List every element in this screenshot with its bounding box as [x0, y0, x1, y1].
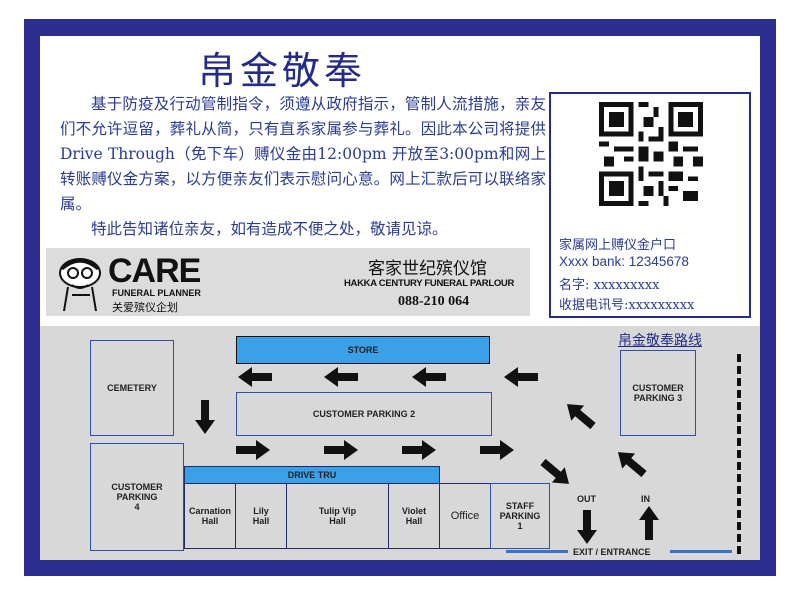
in-label: IN	[641, 494, 650, 504]
tulip-vip-hall: Tulip Vip Hall	[286, 483, 389, 549]
drive-tru-label: DRIVE TRU	[287, 470, 337, 480]
company-phone: 088-210 064	[398, 294, 470, 309]
arrow-left-icon	[324, 367, 358, 387]
bank-label: 家属网上赙仪金户口	[559, 238, 677, 253]
carnation-hall-label-2: Hall	[201, 516, 219, 526]
store-label: STORE	[347, 345, 379, 355]
carnation-hall: Carnation Hall	[184, 483, 236, 549]
staff-parking-label-3: 1	[517, 521, 523, 531]
out-label: OUT	[577, 494, 596, 504]
account-name: 名字: xxxxxxxxx	[559, 278, 660, 293]
arrow-right-icon	[402, 440, 436, 460]
receipt-phone: 收据电讯号:xxxxxxxxx	[559, 298, 695, 313]
arrow-diagonal-up-icon	[611, 444, 651, 482]
arrow-in-up-icon	[639, 506, 659, 540]
violet-hall: Violet Hall	[388, 483, 440, 549]
office-label: Office	[450, 510, 480, 522]
funeral-planner-text: FUNERAL PLANNER	[112, 288, 201, 298]
carnation-hall-label-1: Carnation	[188, 506, 231, 516]
mascot-icon	[59, 258, 101, 312]
cemetery-area: CEMETERY	[90, 340, 174, 436]
cemetery-label: CEMETERY	[107, 383, 157, 393]
parking-4-label-1: CUSTOMER	[111, 482, 163, 492]
qr-code-icon[interactable]	[599, 102, 703, 206]
staff-parking-label-2: PARKING	[499, 511, 541, 521]
violet-hall-label-2: Hall	[405, 516, 423, 526]
company-english-name: HAKKA CENTURY FUNERAL PARLOUR	[344, 278, 515, 289]
parking-3-label-2: PARKING 3	[633, 393, 683, 403]
tulip-hall-label-2: Hall	[329, 516, 346, 526]
exit-line-right	[670, 550, 732, 553]
bank-info-box: 家属网上赙仪金户口 Xxxx bank: 12345678 名字: xxxxxx…	[549, 92, 751, 318]
bank-account: Xxxx bank: 12345678	[559, 254, 689, 269]
page-title: 帛金敬奉	[197, 49, 366, 93]
boundary-line	[737, 354, 741, 554]
store-area: STORE	[236, 336, 490, 364]
customer-parking-2: CUSTOMER PARKING 2	[236, 392, 492, 436]
customer-parking-4: CUSTOMER PARKING 4	[90, 443, 184, 551]
arrow-left-icon	[412, 367, 446, 387]
arrow-right-icon	[324, 440, 358, 460]
arrow-out-down-icon	[577, 510, 597, 544]
notice-text: 基于防疫及行动管制指令，须遵从政府指示，管制人流措施，亲友们不允许逗留，葬礼从简…	[60, 92, 546, 242]
route-map: 帛金敬奉路线 STORE CEMETERY CUSTOMER PARKING 2…	[40, 326, 760, 560]
route-arrows	[195, 367, 659, 544]
exit-entrance-label: EXIT / ENTRANCE	[573, 547, 651, 557]
parking-2-label: CUSTOMER PARKING 2	[312, 409, 416, 419]
arrow-right-icon	[236, 440, 270, 460]
tulip-hall-label-1: Tulip Vip	[318, 506, 357, 516]
lily-hall-label-1: Lily	[253, 506, 269, 516]
parking-4-label-2: PARKING	[116, 492, 158, 502]
arrow-left-icon	[504, 367, 538, 387]
route-map-title: 帛金敬奉路线	[618, 333, 702, 349]
staff-parking-1: STAFF PARKING 1	[490, 483, 550, 549]
violet-hall-label-1: Violet	[401, 506, 427, 516]
notice-paragraph-1: 基于防疫及行动管制指令，须遵从政府指示，管制人流措施，亲友们不允许逗留，葬礼从简…	[60, 95, 546, 213]
arrow-diagonal-down-icon	[536, 454, 576, 492]
office: Office	[439, 483, 491, 549]
parking-4-label-3: 4	[134, 502, 140, 512]
care-chinese-text: 关爱殡仪企划	[112, 301, 178, 314]
notice-paragraph-2: 特此告知诸位亲友，如有造成不便之处，敬请见谅。	[91, 220, 448, 238]
lily-hall-label-2: Hall	[252, 516, 270, 526]
exit-line-left	[506, 550, 568, 553]
arrow-down-icon	[195, 400, 215, 434]
company-chinese-name: 客家世纪殡仪馆	[368, 259, 487, 279]
customer-parking-3: CUSTOMER PARKING 3	[620, 350, 696, 436]
parking-3-label-1: CUSTOMER	[632, 383, 684, 393]
arrow-left-icon	[238, 367, 272, 387]
arrow-right-icon	[480, 440, 514, 460]
arrow-diagonal-up-icon	[560, 396, 600, 434]
care-logo-text: CARE	[108, 252, 201, 290]
logo-band: CARE FUNERAL PLANNER 关爱殡仪企划 客家世纪殡仪馆 HAKK…	[46, 248, 530, 316]
staff-parking-label-1: STAFF	[505, 501, 535, 511]
